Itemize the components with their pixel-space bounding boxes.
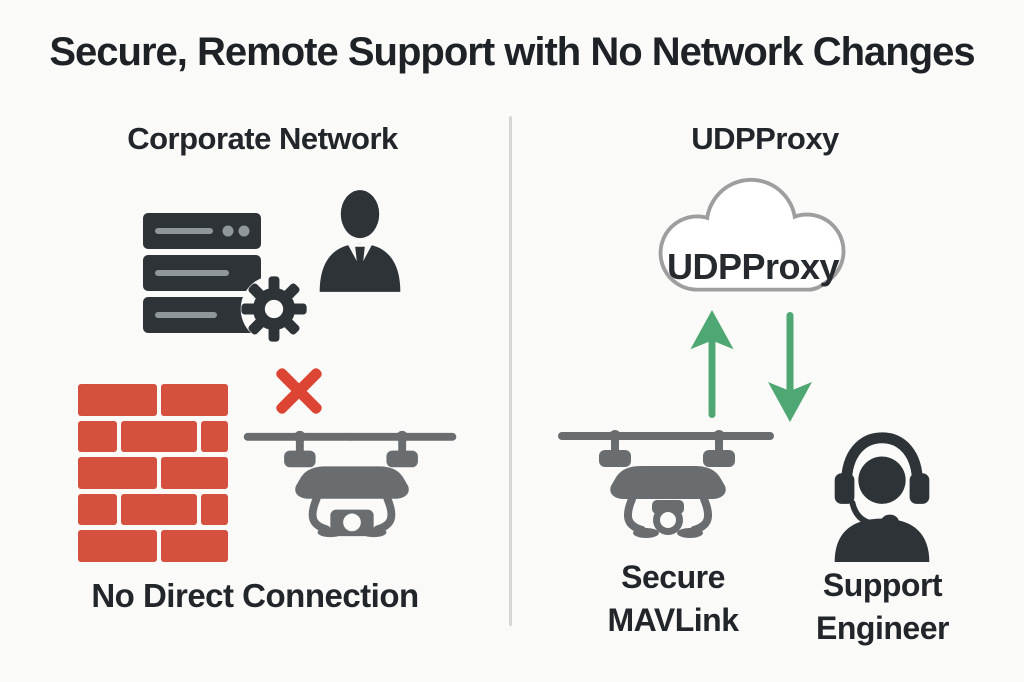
arrow-up-icon: [690, 310, 734, 420]
support-engineer-headset-icon: [822, 424, 942, 562]
engineer-caption-line1: Support: [822, 567, 943, 603]
divider-line: [509, 116, 512, 626]
drone-caption-line1: Secure: [621, 559, 725, 595]
cloud-icon: UDPProxy: [637, 176, 869, 306]
drone-caption-line2: MAVLink: [607, 602, 739, 638]
gear-icon: [240, 275, 308, 343]
engineer-caption-line2: Engineer: [816, 610, 949, 646]
business-person-icon: [312, 188, 408, 294]
right-panel-heading: UDPProxy: [691, 121, 839, 156]
drone-caption: Secure MAVLink: [563, 556, 783, 642]
blocked-x-icon: [268, 360, 330, 422]
left-panel-heading: Corporate Network: [127, 121, 398, 156]
drone-icon: [243, 425, 461, 547]
page-title: Secure, Remote Support with No Network C…: [49, 30, 975, 74]
arrow-down-icon: [768, 310, 812, 422]
cloud-label: UDPProxy: [666, 246, 840, 287]
firewall-brick-wall-icon: [78, 384, 228, 562]
drone-icon: [558, 424, 778, 548]
left-panel-caption: No Direct Connection: [91, 577, 419, 614]
server-icon: [143, 213, 261, 333]
engineer-caption: Support Engineer: [790, 564, 975, 650]
